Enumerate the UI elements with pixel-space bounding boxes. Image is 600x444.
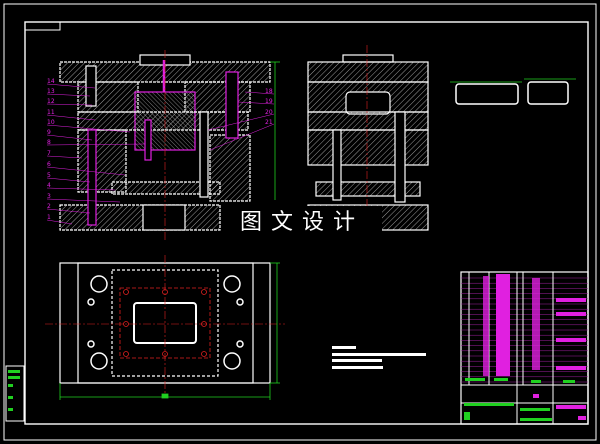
- revision-table: [5, 365, 25, 422]
- right-part-labels: 18 19 20 21: [207, 88, 275, 151]
- part-label: 7: [47, 150, 51, 157]
- technical-notes: [332, 346, 426, 369]
- part-label: 1: [47, 214, 51, 221]
- part-label: 9: [47, 129, 51, 136]
- part-label: 8: [47, 139, 51, 146]
- part-label: 4: [47, 182, 51, 189]
- left-part-labels: 14 13 12 11 10 9 8 7 6 5 4 3 2 1: [46, 78, 146, 225]
- part-label: 12: [47, 98, 55, 105]
- outer-border: [3, 3, 597, 441]
- drawing-frame: [24, 21, 589, 425]
- watermark: 图文设计: [222, 206, 382, 240]
- part-label: 6: [47, 161, 51, 168]
- part-label: 2: [47, 203, 51, 210]
- plan-view: [45, 255, 285, 400]
- part-label: 13: [47, 88, 55, 95]
- part-label: 3: [47, 193, 51, 200]
- part-label: 5: [47, 172, 51, 179]
- front-section-view: [59, 50, 280, 240]
- part-label: 19: [265, 98, 273, 105]
- part-label: 11: [47, 109, 55, 116]
- part-detail-views: [450, 78, 576, 105]
- part-label: 20: [265, 109, 273, 116]
- part-label: 14: [47, 78, 55, 85]
- corner-title-box: [24, 21, 61, 31]
- part-label: 18: [265, 88, 273, 95]
- part-label: 10: [47, 119, 55, 126]
- part-label: 21: [265, 119, 273, 126]
- title-block: [460, 271, 589, 425]
